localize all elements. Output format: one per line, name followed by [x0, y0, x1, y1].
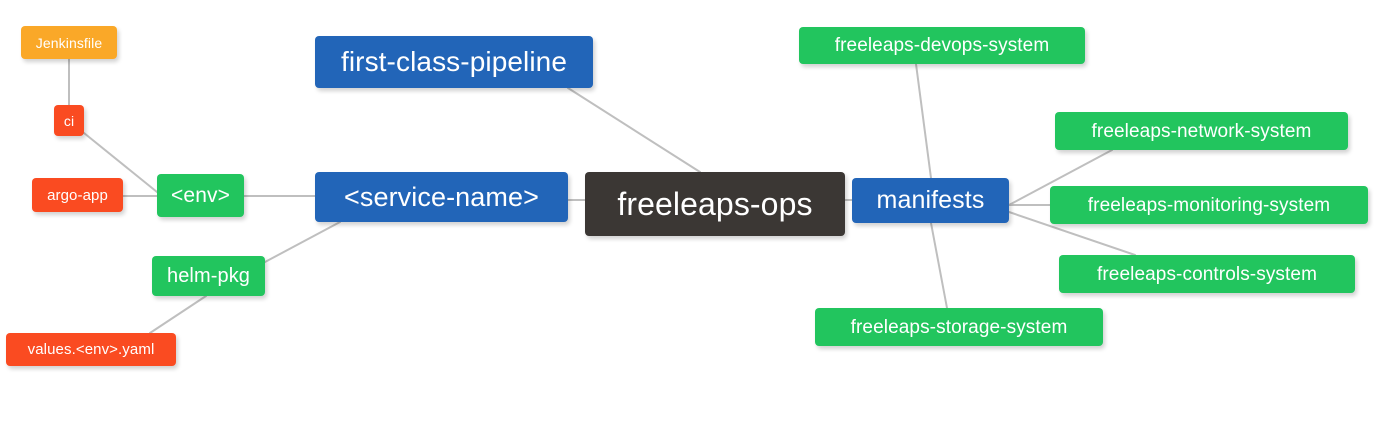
node-label: <service-name>: [344, 181, 539, 212]
node-manifests[interactable]: manifests: [852, 178, 1009, 223]
node-jenkinsfile[interactable]: Jenkinsfile: [21, 26, 117, 59]
edge-manifests-to-freeleaps-storage-system: [930, 222, 948, 309]
node-label: freeleaps-ops: [617, 186, 813, 222]
node-service-name[interactable]: <service-name>: [315, 172, 568, 222]
node-freeleaps-devops-system[interactable]: freeleaps-devops-system: [799, 27, 1085, 64]
node-label: manifests: [876, 186, 985, 214]
node-label: Jenkinsfile: [35, 34, 103, 51]
node-first-class-pipeline[interactable]: first-class-pipeline: [315, 36, 593, 88]
node-freeleaps-storage-system[interactable]: freeleaps-storage-system: [815, 308, 1103, 346]
node-freeleaps-monitoring-system[interactable]: freeleaps-monitoring-system: [1050, 186, 1368, 224]
node-helm-pkg[interactable]: helm-pkg: [152, 256, 265, 296]
node-label: freeleaps-network-system: [1091, 120, 1312, 142]
node-freeleaps-network-system[interactable]: freeleaps-network-system: [1055, 112, 1348, 150]
node-label: freeleaps-controls-system: [1096, 263, 1318, 285]
node-label: freeleaps-storage-system: [850, 316, 1068, 338]
node-ci[interactable]: ci: [54, 105, 84, 136]
node-env[interactable]: <env>: [157, 174, 244, 217]
edge-service-name-to-helm-pkg: [264, 221, 341, 263]
node-values-yaml[interactable]: values.<env>.yaml: [6, 333, 176, 366]
edge-helm-pkg-to-values-yaml: [149, 295, 207, 334]
edge-manifests-to-freeleaps-devops-system: [915, 63, 932, 179]
node-label: <env>: [171, 184, 230, 207]
node-freeleaps-controls-system[interactable]: freeleaps-controls-system: [1059, 255, 1355, 293]
node-label: values.<env>.yaml: [27, 341, 155, 358]
node-freeleaps-ops[interactable]: freeleaps-ops: [585, 172, 845, 236]
node-label: first-class-pipeline: [340, 46, 568, 77]
node-label: helm-pkg: [166, 265, 251, 287]
node-argo-app[interactable]: argo-app: [32, 178, 123, 212]
node-label: freeleaps-devops-system: [834, 35, 1050, 56]
node-label: ci: [63, 112, 75, 129]
edge-first-class-pipeline-to-freeleaps-ops: [567, 87, 701, 173]
node-label: freeleaps-monitoring-system: [1087, 194, 1331, 216]
node-label: argo-app: [47, 186, 108, 204]
